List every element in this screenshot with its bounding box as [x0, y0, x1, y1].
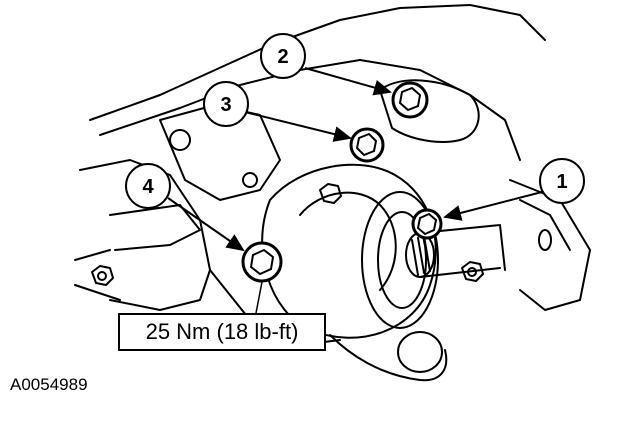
- water-pump-housing: [261, 163, 437, 339]
- background-bolt-right: [461, 261, 484, 282]
- engine-block-edge: [99, 59, 361, 136]
- thermostat-housing: [379, 79, 480, 143]
- background-bolt-left: [91, 265, 114, 286]
- left-block-outline: [79, 159, 211, 311]
- bolt-1: [411, 208, 443, 240]
- bracket-bore: [169, 129, 191, 151]
- pulley-flange-inner: [377, 211, 427, 309]
- left-pipe: [109, 204, 201, 251]
- shaft-threads: [411, 235, 431, 276]
- figure-id-label: A0054989: [10, 375, 88, 394]
- engine-block-outline: [89, 4, 546, 121]
- bolt-2: [391, 81, 429, 119]
- leader-arrow-3: [244, 111, 352, 142]
- svg-text:2: 2: [277, 46, 288, 68]
- bracket-bore-small: [242, 172, 258, 188]
- svg-text:3: 3: [220, 94, 231, 116]
- background-bolt-upper: [319, 183, 342, 204]
- callout-3: 3: [203, 81, 249, 127]
- water-pump-inner-contour: [299, 191, 397, 291]
- svg-text:4: 4: [142, 176, 154, 198]
- callout-1: 1: [539, 158, 585, 204]
- bracket-hole: [538, 229, 552, 251]
- lower-cover: [329, 334, 448, 382]
- leader-arrow-4: [167, 197, 245, 252]
- svg-text:1: 1: [556, 171, 567, 193]
- callout-2: 2: [260, 33, 306, 79]
- right-bracket-edge: [519, 199, 571, 251]
- bolt-4: [241, 241, 283, 283]
- pulley-flange-outer: [361, 191, 439, 329]
- left-pipe-lower: [74, 249, 121, 301]
- leader-arrow-2: [304, 67, 392, 96]
- lower-fitting: [397, 331, 443, 373]
- bolt-3: [349, 127, 385, 163]
- torque-specification-label: 25 Nm (18 lb-ft): [118, 313, 326, 351]
- torque-label-leader: [255, 281, 263, 314]
- leader-arrow-1: [443, 191, 543, 221]
- callout-4: 4: [125, 163, 171, 209]
